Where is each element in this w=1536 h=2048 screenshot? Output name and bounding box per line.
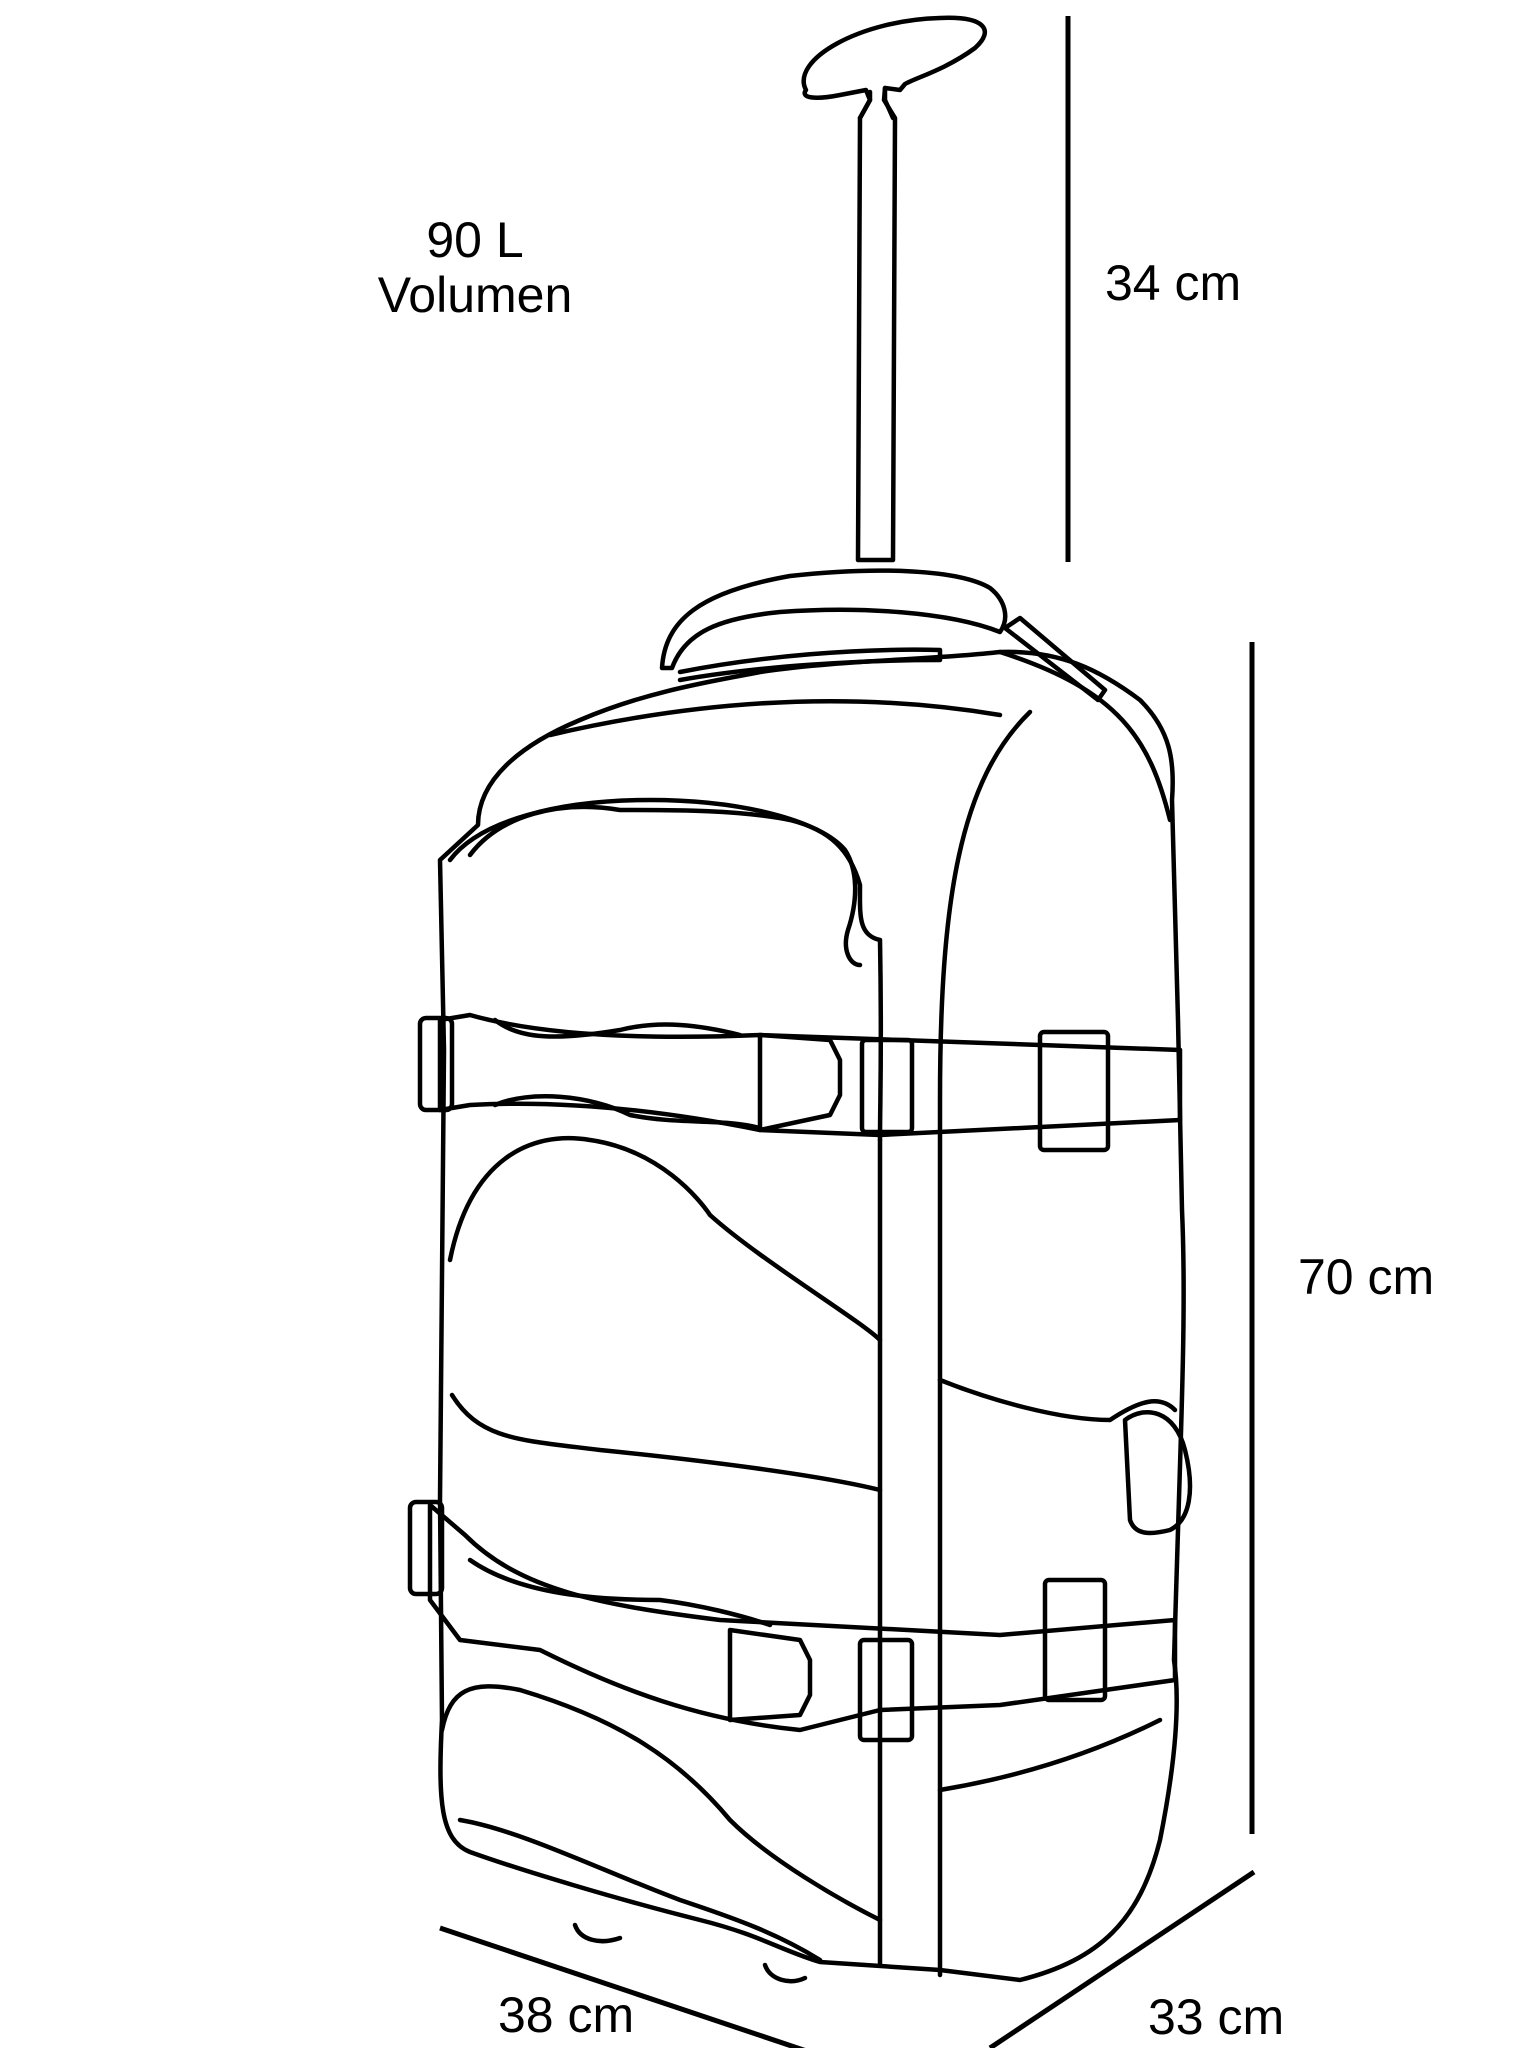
handle-grip — [801, 15, 987, 563]
left-wheel — [572, 1922, 623, 1944]
upper-strap — [437, 1012, 1183, 1138]
lower-strap-webbing — [467, 1557, 773, 1628]
upper-side-buckle — [417, 1015, 455, 1113]
shoulder-strap-anchor — [1002, 615, 1108, 703]
upper-buckle-female — [859, 1037, 915, 1135]
upper-strap-webbing — [492, 1017, 743, 1039]
bag-body — [437, 568, 1193, 1984]
mid-curved-panel — [447, 1135, 883, 1343]
front-pocket — [467, 804, 884, 1143]
depth-line — [988, 1869, 1256, 2048]
right-wheel — [762, 1962, 808, 1984]
volume-label: Volumen — [377, 267, 573, 323]
upper-strap-webbing-lower — [492, 1094, 763, 1131]
lower-bumper-inner — [457, 1817, 823, 1963]
compression-straps — [407, 1012, 1183, 1743]
handle-extension-dimension: 34 cm — [1105, 255, 1242, 311]
side-grab-handle — [1122, 1410, 1193, 1536]
width-dimension: 38 cm — [498, 1987, 635, 2043]
telescopic-handle — [801, 15, 987, 563]
side-bulge-seam — [937, 1377, 1178, 1423]
depth-dimension: 33 cm — [1148, 1989, 1285, 2045]
bag-outline — [437, 649, 1186, 1983]
lower-buckle-male — [727, 1627, 813, 1723]
lower-side-buckle — [407, 1499, 445, 1597]
side-panel-inner — [937, 709, 1033, 1978]
base-side-seam — [937, 1717, 1163, 1793]
height-dimension: 70 cm — [1298, 1249, 1435, 1305]
upper-flap — [547, 698, 1003, 738]
upper-buckle-male — [757, 1032, 843, 1133]
side-panel-curve — [997, 649, 1173, 823]
upper-strap-keeper — [1037, 1029, 1111, 1153]
dimension-lines — [439, 16, 1256, 2048]
lower-strap — [427, 1502, 1178, 1733]
lower-buckle-female — [857, 1637, 915, 1743]
lower-strap-keeper — [1042, 1577, 1108, 1703]
handle-collar — [857, 85, 896, 121]
top-carry-handle — [659, 568, 1008, 671]
mid-seam — [449, 1392, 883, 1493]
lower-bumper — [439, 1684, 883, 1923]
width-line — [439, 1925, 806, 2048]
front-pocket-zipper — [447, 797, 863, 968]
volume-value: 90 L — [426, 212, 524, 268]
